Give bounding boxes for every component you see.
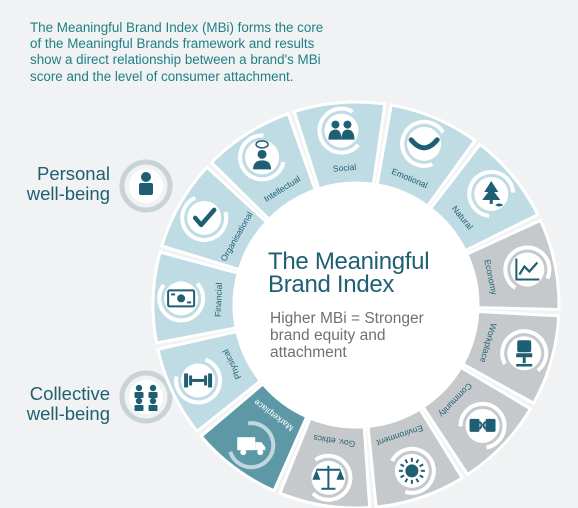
center-title: The Meaningful Brand Index xyxy=(268,248,430,298)
sun-icon xyxy=(398,457,425,484)
icon-ring xyxy=(467,169,516,218)
mugs-icon xyxy=(469,418,496,432)
icon-disc xyxy=(324,113,359,148)
delivery-truck-icon xyxy=(237,437,266,456)
segment-label: Financial xyxy=(213,282,224,317)
icon-ring xyxy=(503,245,552,294)
center-subtitle: Higher MBi = Stronger brand equity and a… xyxy=(270,310,424,361)
icon-ring xyxy=(387,446,436,495)
intro-paragraph: The Meaningful Brand Index (MBi) forms t… xyxy=(30,20,324,84)
segment-economy: Economy xyxy=(464,218,561,311)
segment-label: Social xyxy=(332,162,356,174)
icon-ring xyxy=(500,329,549,378)
group-of-people-icon xyxy=(134,384,158,411)
icon-ring xyxy=(157,274,206,323)
line-graph-icon xyxy=(515,258,540,281)
segment-natural: Natural xyxy=(428,142,540,253)
segment-emotional: Emotional xyxy=(375,103,478,209)
segment-gov-ethics: Gov. ethics xyxy=(277,416,372,508)
icon-ring xyxy=(180,193,229,242)
checkmark-icon xyxy=(192,207,217,228)
segment-community: Community xyxy=(421,365,533,477)
icon-ring xyxy=(238,133,287,182)
collective-wellbeing-label: Collective well-being xyxy=(26,383,110,424)
icon-ring xyxy=(227,421,276,470)
scales-icon xyxy=(312,465,345,490)
icon-disc xyxy=(187,200,222,235)
segment-financial: Financial xyxy=(151,250,241,345)
icon-disc xyxy=(465,408,500,443)
tree-fish-icon xyxy=(482,180,504,207)
icon-disc xyxy=(407,126,442,161)
office-chair-icon xyxy=(516,340,533,367)
personal-wellbeing-label: Personal well-being xyxy=(26,163,110,204)
banknote-icon xyxy=(167,289,196,308)
wheel-center xyxy=(233,182,479,428)
smile-icon xyxy=(408,137,440,151)
icon-ring xyxy=(304,453,353,502)
person-icon xyxy=(139,172,153,195)
icon-ring xyxy=(458,401,507,450)
people-pair-icon xyxy=(328,120,355,140)
thinking-person-icon xyxy=(253,140,272,170)
collective-wellbeing-emblem xyxy=(119,370,173,424)
dumbbell-icon xyxy=(184,373,213,388)
personal-wellbeing-emblem xyxy=(119,159,173,213)
icon-ring xyxy=(174,356,223,405)
